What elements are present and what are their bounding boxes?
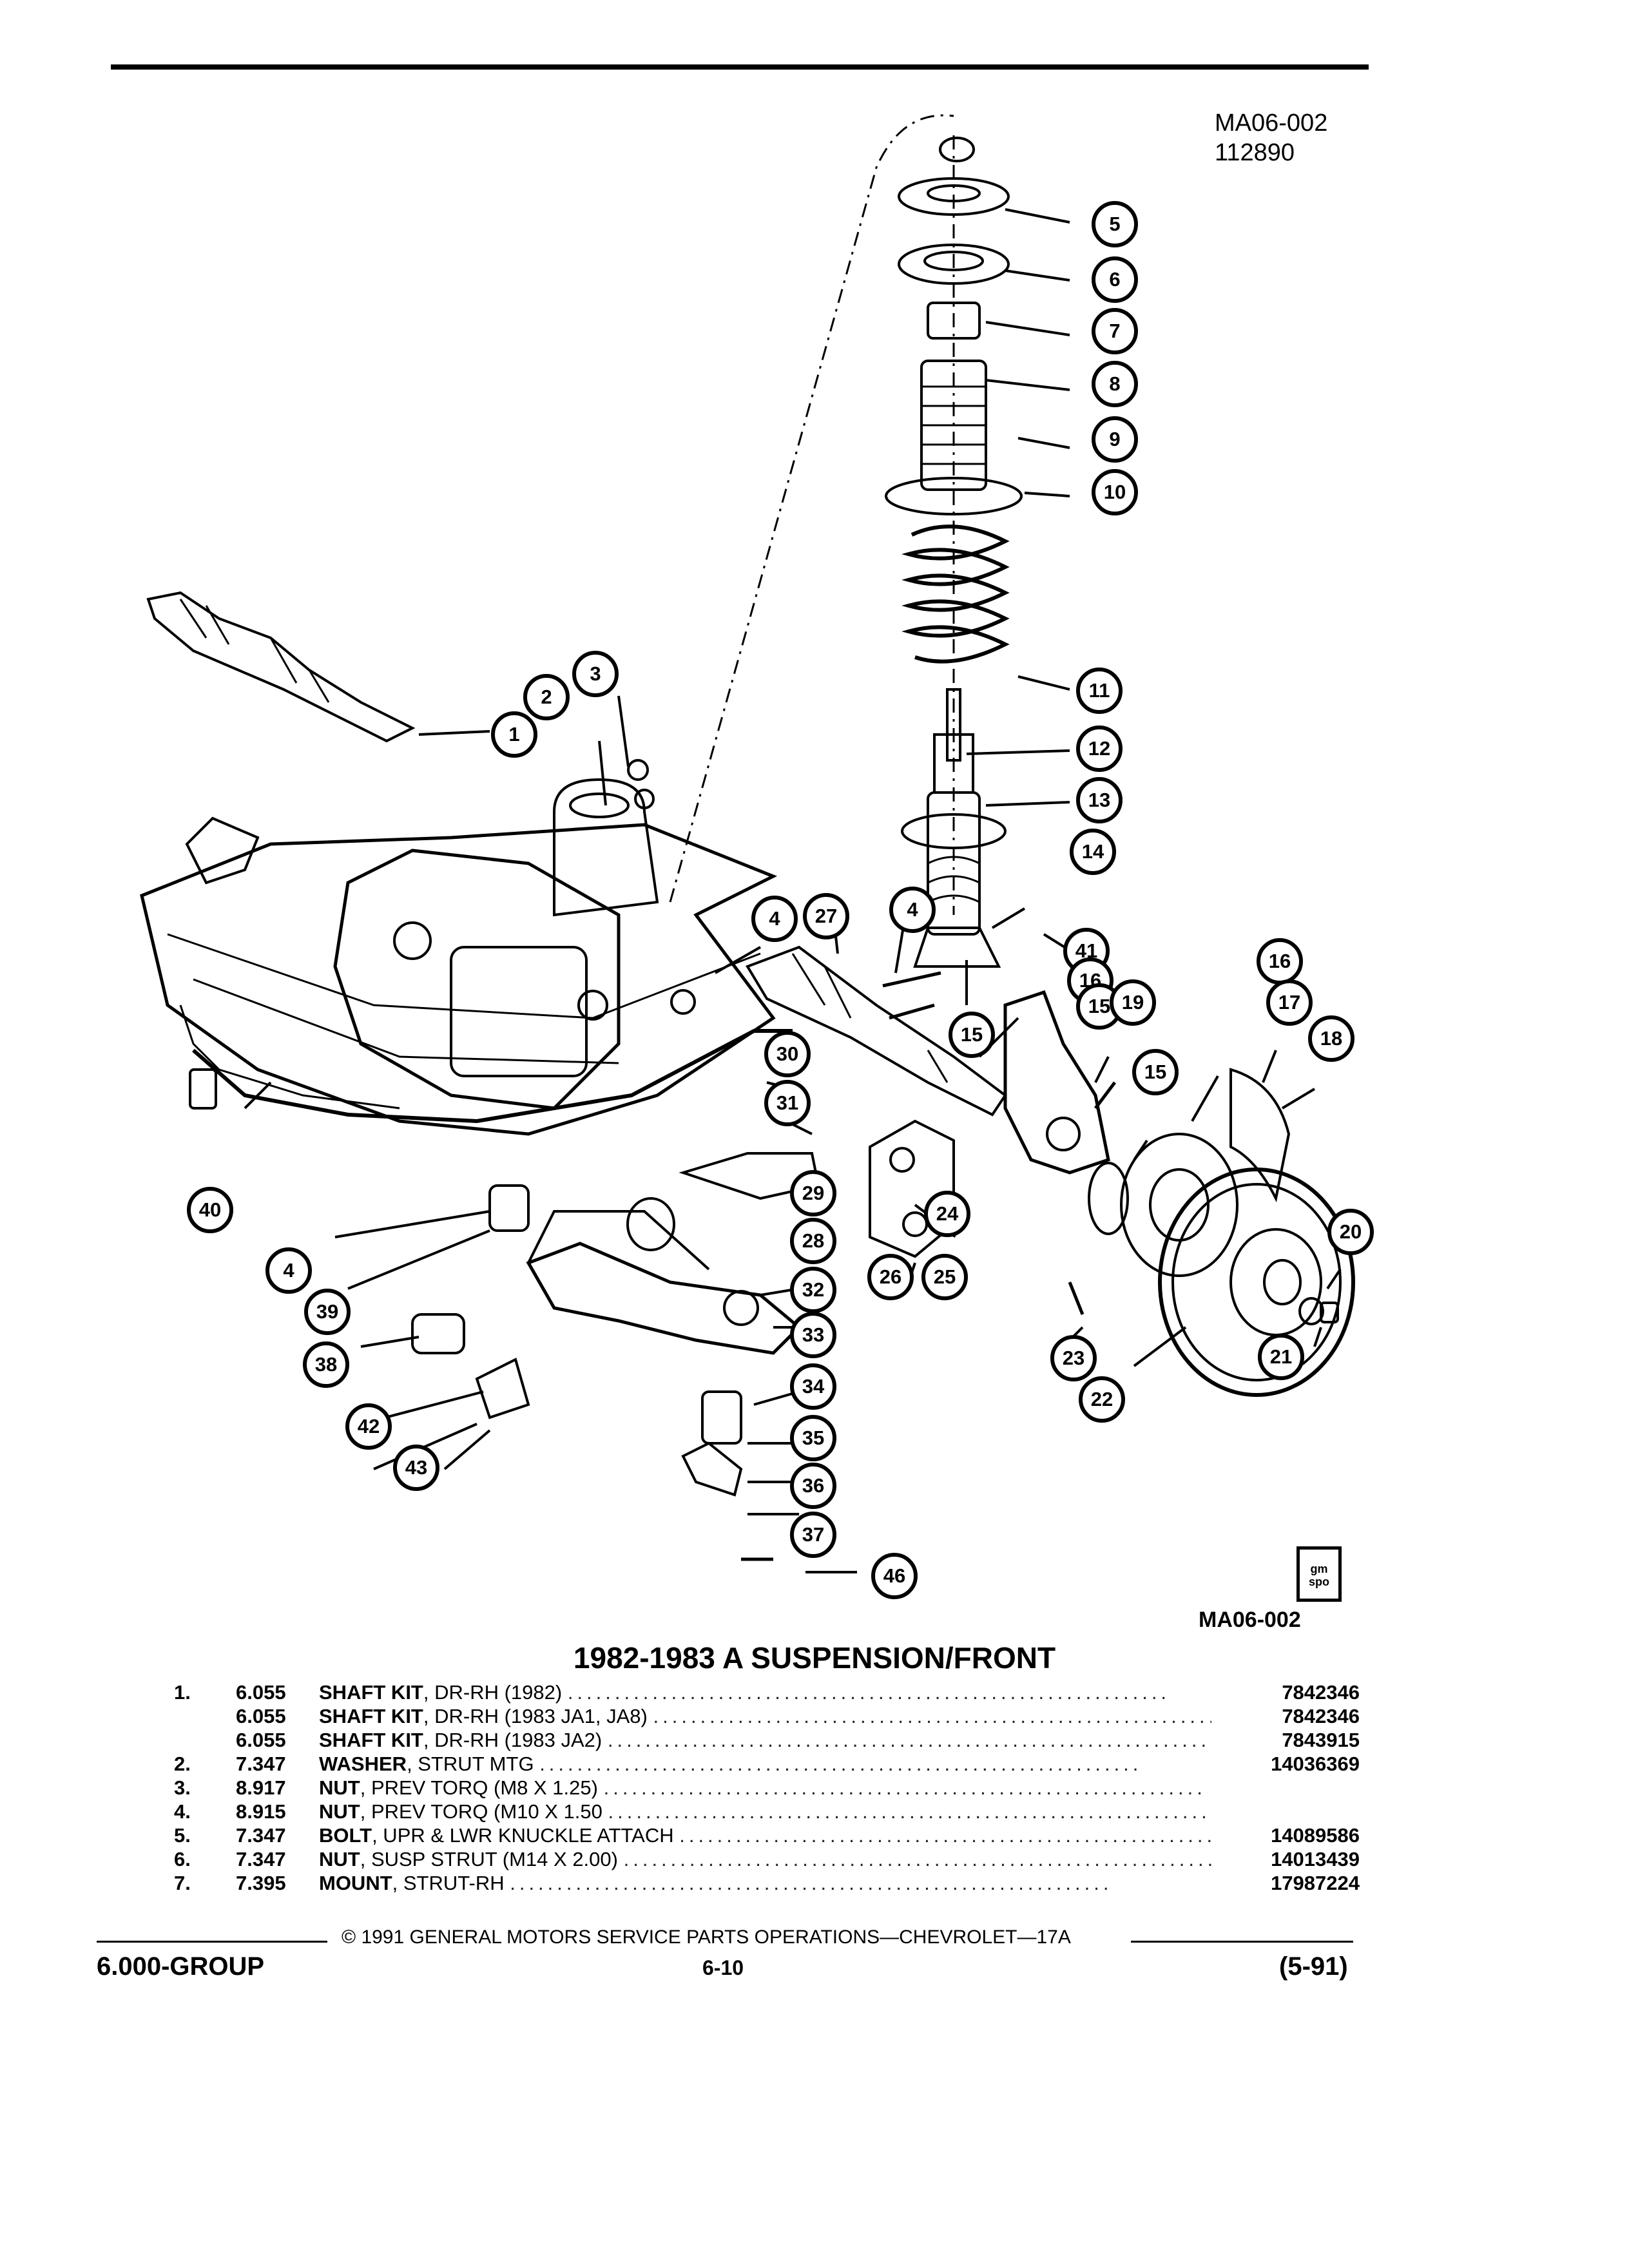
knuckle-shape	[1003, 990, 1110, 1175]
axle-shaft-shape	[746, 945, 1007, 1117]
callout-35: 33	[790, 1312, 836, 1358]
callout-1: 1	[491, 711, 537, 758]
callout-15: 14	[1070, 829, 1116, 875]
parts-row: 2. 7.347 WASHER, STRUT MTG .............…	[174, 1753, 1360, 1775]
callout-4: 4	[751, 896, 798, 942]
callout-7: 6	[1092, 256, 1138, 303]
callout-33: 31	[764, 1080, 811, 1126]
parts-row: 6. 7.347 NUT, SUSP STRUT (M14 X 2.00) ..…	[174, 1848, 1360, 1870]
callout-26: 24	[924, 1191, 970, 1237]
gm-spo-logo: gm spo	[1296, 1546, 1342, 1602]
bracket-shape	[475, 1358, 530, 1419]
lower-control-arm-shape	[526, 1242, 802, 1355]
top-rule	[111, 64, 1369, 70]
footer-rule-left	[97, 1941, 327, 1943]
callout-45: 43	[393, 1445, 439, 1491]
callout-31: 29	[790, 1170, 836, 1216]
parts-row: 7. 7.395 MOUNT, STRUT-RH ...............…	[174, 1872, 1360, 1894]
parts-row: 5. 7.347 BOLT, UPR & LWR KNUCKLE ATTACH …	[174, 1824, 1360, 1847]
hub-shape	[1120, 1133, 1239, 1277]
callout-34: 32	[790, 1267, 836, 1313]
strut-rod-shape	[946, 688, 961, 762]
callout-3: 3	[572, 651, 619, 697]
footer-rule-right	[1131, 1941, 1353, 1943]
callout-24: 22	[1079, 1376, 1125, 1423]
callout-9: 8	[1092, 361, 1138, 407]
callout-17: 15	[1132, 1049, 1179, 1095]
parts-row: 4. 8.915 NUT, PREV TORQ (M10 X 1.50 ....…	[174, 1800, 1211, 1823]
figure-number: 112890	[1215, 139, 1295, 166]
callout-25: 23	[1050, 1335, 1097, 1381]
callout-30: 28	[790, 1218, 836, 1264]
callout-12: 11	[1076, 668, 1123, 714]
page-number: 6-10	[702, 1956, 744, 1979]
insulator-shape	[885, 477, 1023, 515]
callout-22: 20	[1327, 1209, 1374, 1255]
callout-42: 40	[187, 1187, 233, 1233]
callout-40: 38	[303, 1341, 349, 1388]
strut-guide-line	[669, 114, 954, 903]
callout-32: 30	[764, 1031, 811, 1077]
parts-row: 3. 8.917 NUT, PREV TORQ (M8 X 1.25) ....…	[174, 1776, 1206, 1799]
stabilizer-bar-shape	[192, 1029, 793, 1124]
rotor-shape	[1158, 1168, 1355, 1397]
callout-8: 7	[1092, 308, 1138, 354]
callout-36: 34	[790, 1363, 836, 1410]
callout-28: 26	[867, 1254, 914, 1300]
callout-19: 17	[1266, 979, 1313, 1026]
strut-mount-shape	[898, 177, 1010, 216]
hub-bearing-shape	[1088, 1162, 1129, 1235]
callout-15b: 15	[949, 1012, 995, 1058]
strut-nut-shape	[939, 137, 975, 162]
callout-5: 4	[889, 887, 936, 933]
callout-37: 35	[790, 1415, 836, 1461]
callout-23: 21	[1258, 1334, 1304, 1380]
coil-spring-shape	[901, 524, 1010, 664]
parts-row: 1. 6.055 SHAFT KIT, DR-RH (1982) .......…	[174, 1681, 1360, 1704]
callout-10: 9	[1092, 416, 1138, 463]
spring-seat-shape	[898, 244, 1010, 285]
callout-14: 13	[1076, 777, 1123, 823]
callout-39: 37	[790, 1512, 836, 1558]
revision-date: (5-91)	[1279, 1952, 1348, 1981]
callout-13: 12	[1076, 726, 1123, 772]
callout-2: 2	[523, 674, 570, 720]
parts-row: 6.055 SHAFT KIT, DR-RH (1983 JA2) ......…	[236, 1729, 1360, 1751]
callout-46: 46	[871, 1553, 918, 1599]
header-codes: MA06-002 112890	[1215, 108, 1327, 168]
parts-row: 6.055 SHAFT KIT, DR-RH (1983 JA1, JA8) .…	[236, 1705, 1360, 1727]
callout-29: 27	[803, 893, 849, 939]
copyright-line: © 1991 GENERAL MOTORS SERVICE PARTS OPER…	[342, 1927, 1071, 1948]
bushing-shape	[411, 1313, 465, 1354]
bearing-shape	[927, 302, 981, 340]
section-title: 1982-1983 A SUSPENSION/FRONT	[573, 1641, 1056, 1675]
figure-code-top: MA06-002	[1215, 110, 1328, 137]
callout-4b: 4	[265, 1247, 312, 1294]
leader-lines	[244, 208, 1342, 1573]
transaxle-shape	[333, 849, 621, 1110]
engine-cradle-shape	[140, 823, 778, 1136]
drive-shaft-shape	[146, 591, 416, 743]
callout-21: 19	[1110, 979, 1156, 1026]
callout-38: 36	[790, 1463, 836, 1509]
callout-44: 42	[345, 1403, 392, 1450]
figure-code-bottom: MA06-002	[1199, 1608, 1301, 1632]
callout-11: 10	[1092, 469, 1138, 515]
callout-18b: 16	[1257, 938, 1303, 985]
parts-list: 1. 6.055 SHAFT KIT, DR-RH (1982) .......…	[174, 1680, 1360, 1895]
callout-6: 5	[1092, 201, 1138, 247]
callout-41: 39	[304, 1289, 351, 1335]
splash-shield-shape	[1229, 1068, 1291, 1203]
callout-27: 25	[921, 1254, 968, 1300]
callout-20: 18	[1308, 1015, 1354, 1062]
group-label: 6.000-GROUP	[97, 1952, 265, 1981]
upper-arm-shape	[679, 1152, 820, 1200]
